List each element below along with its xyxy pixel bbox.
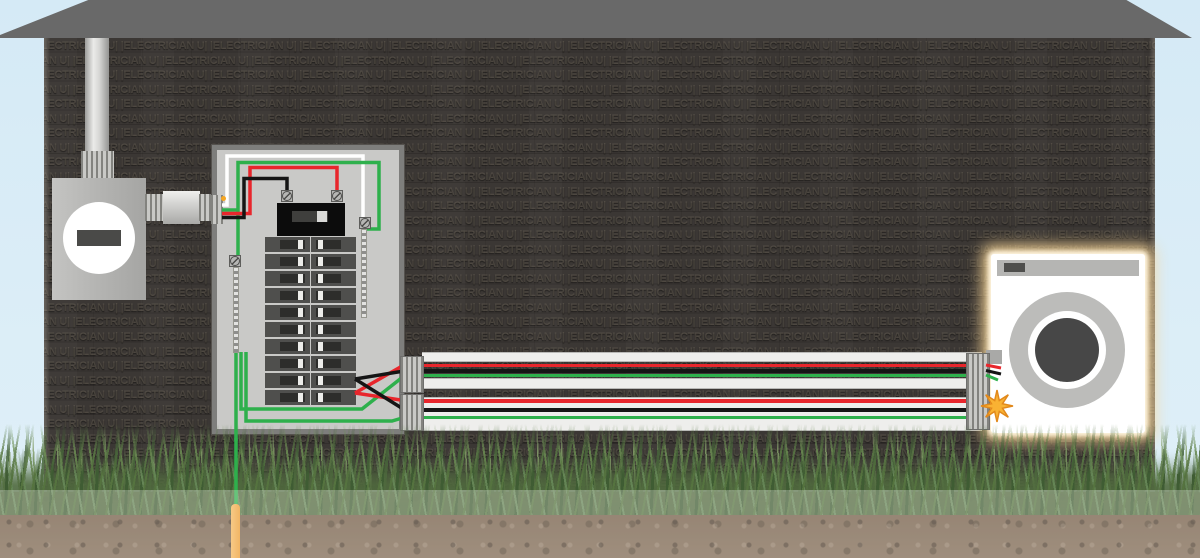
- cable-connector: [966, 353, 990, 430]
- service-mast-pipe: [85, 36, 109, 154]
- washer-door-glass: [1035, 318, 1099, 382]
- breaker-switch: [265, 237, 310, 252]
- watermark-row: ELECTRICIAN U| |ELECTRICIAN U| |ELECTRIC…: [44, 54, 1155, 67]
- watermark-row: ELECTRICIAN U| |ELECTRICIAN U| |ELECTRIC…: [44, 331, 1155, 343]
- ground-bar: [233, 267, 239, 353]
- watermark-row: ELECTRICIAN U| |ELECTRICIAN U| |ELECTRIC…: [44, 316, 1155, 329]
- lug-screw-icon: [229, 255, 241, 267]
- black-hot-wire: [422, 407, 982, 412]
- watermark-row: ELECTRICIAN U| |ELECTRICIAN U| |ELECTRIC…: [44, 258, 1155, 271]
- lug-screw-icon: [359, 217, 371, 229]
- red-hot-wire: [422, 398, 982, 403]
- lug-screw-icon: [331, 190, 343, 202]
- watermark-row: ELECTRICIAN U| |ELECTRICIAN U| |ELECTRIC…: [44, 243, 1155, 256]
- watermark-row: ELECTRICIAN U| |ELECTRICIAN U| |ELECTRIC…: [44, 287, 1155, 300]
- panel-entry-connector: [211, 195, 223, 224]
- watermark-row: ELECTRICIAN U| |ELECTRICIAN U| |ELECTRIC…: [44, 141, 1155, 154]
- watermark-row: ELECTRICIAN U| |ELECTRICIAN U| |ELECTRIC…: [44, 301, 1155, 314]
- roof: [0, 0, 1192, 38]
- mast-connector: [81, 151, 114, 178]
- grass: [0, 448, 1200, 515]
- watermark-row: ELECTRICIAN U| |ELECTRICIAN U| |ELECTRIC…: [44, 83, 1155, 96]
- meter-dial: [77, 230, 121, 246]
- breaker-switch: [311, 322, 356, 337]
- lug-screw-icon: [281, 190, 293, 202]
- breaker-switch: [311, 390, 356, 405]
- main-breaker-toggle: [317, 211, 327, 222]
- breaker-switch: [265, 322, 310, 337]
- breaker-switch: [265, 305, 310, 320]
- breaker-switch: [311, 373, 356, 388]
- watermark-row: ELECTRICIAN U| |ELECTRICIAN U| |ELECTRIC…: [44, 69, 1155, 82]
- washer-control-panel: [997, 260, 1139, 276]
- breaker-grid: [265, 237, 356, 405]
- conduit-connector: [199, 194, 214, 221]
- breaker-switch: [311, 356, 356, 371]
- breaker-switch: [265, 254, 310, 269]
- watermark-row: ELECTRICIAN U| |ELECTRICIAN U| |ELECTRIC…: [44, 170, 1155, 183]
- cable-sheath: [422, 352, 982, 362]
- watermark-row: ELECTRICIAN U| |ELECTRICIAN U| |ELECTRIC…: [44, 40, 1155, 52]
- watermark-row: ELECTRICIAN U| |ELECTRICIAN U| |ELECTRIC…: [44, 112, 1155, 125]
- breaker-switch: [311, 305, 356, 320]
- breaker-switch: [265, 288, 310, 303]
- cable-connector: [400, 356, 424, 393]
- watermark-row: ELECTRICIAN U| |ELECTRICIAN U| |ELECTRIC…: [44, 98, 1155, 111]
- watermark-row: ELECTRICIAN U| |ELECTRICIAN U| |ELECTRIC…: [44, 272, 1155, 285]
- breaker-switch: [265, 390, 310, 405]
- breaker-switch: [311, 271, 356, 286]
- breaker-switch: [265, 356, 310, 371]
- ground-wire: [422, 373, 982, 377]
- breaker-switch: [265, 373, 310, 388]
- wire-tip: [221, 196, 226, 201]
- wall-corner-left: [44, 37, 50, 490]
- underground-cross-section: [0, 490, 1200, 558]
- breaker-switch: [311, 339, 356, 354]
- red-hot-wire: [422, 364, 982, 367]
- washer-junction-box: [986, 350, 1002, 364]
- watermark-row: ELECTRICIAN U| |ELECTRICIAN U| |ELECTRIC…: [44, 127, 1155, 140]
- breaker-switch: [265, 339, 310, 354]
- breaker-switch: [311, 288, 356, 303]
- ground-wire: [422, 415, 982, 419]
- breaker-switch: [265, 271, 310, 286]
- watermark-row: ELECTRICIAN U| |ELECTRICIAN U| |ELECTRIC…: [44, 156, 1155, 169]
- breaker-switch: [311, 254, 356, 269]
- black-hot-wire: [422, 369, 982, 373]
- breaker-switch: [311, 237, 356, 252]
- watermark-row: ELECTRICIAN U| |ELECTRICIAN U| |ELECTRIC…: [44, 229, 1155, 242]
- wall-corner-right: [1149, 37, 1155, 490]
- cable-sheath: [422, 377, 982, 389]
- ground-rod: [231, 504, 240, 558]
- neutral-bar: [361, 229, 367, 318]
- washer-display: [1004, 263, 1025, 272]
- conduit-connector: [145, 194, 164, 221]
- conduit-sleeve: [163, 191, 200, 224]
